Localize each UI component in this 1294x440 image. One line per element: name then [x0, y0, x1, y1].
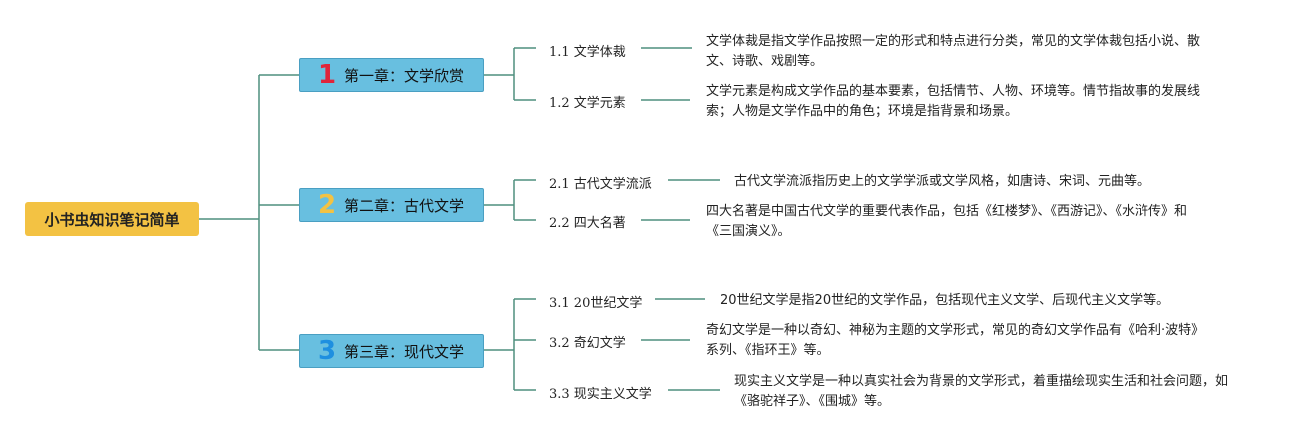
number-1-icon: 1 — [317, 60, 337, 90]
chapter-node-3[interactable]: 3 第三章：现代文学 — [299, 334, 484, 368]
section-description: 四大名著是中国古代文学的重要代表作品，包括《红楼梦》、《西游记》、《水浒传》和《… — [706, 204, 1188, 239]
section-description: 文学体裁是指文学作品按照一定的形式和特点进行分类，常见的文学体裁包括小说、散文、… — [706, 34, 1201, 69]
chapter-node-2[interactable]: 2 第二章：古代文学 — [299, 188, 484, 222]
section-node-2-2[interactable]: 2.2 四大名著 — [549, 216, 626, 231]
section-node-1-2[interactable]: 1.2 文学元素 — [549, 96, 626, 111]
chapter-label: 第二章：古代文学 — [344, 196, 465, 215]
chapter-label: 第三章：现代文学 — [344, 342, 465, 361]
number-2-icon: 2 — [317, 190, 337, 220]
section-description: 现实主义文学是一种以真实社会为背景的文学形式，着重描绘现实生活和社会问题，如《骆… — [734, 374, 1229, 409]
number-3-icon: 3 — [317, 336, 337, 366]
chapter-node-1[interactable]: 1 第一章：文学欣赏 — [299, 58, 484, 92]
section-node-2-1[interactable]: 2.1 古代文学流派 — [549, 177, 652, 192]
chapter-label: 第一章：文学欣赏 — [344, 66, 465, 85]
section-description: 文学元素是构成文学作品的基本要素，包括情节、人物、环境等。情节指故事的发展线索；… — [706, 84, 1201, 119]
section-description: 奇幻文学是一种以奇幻、神秘为主题的文学形式，常见的奇幻文学作品有《哈利·波特》系… — [706, 323, 1198, 358]
root-label: 小书虫知识笔记简单 — [44, 210, 180, 229]
section-node-1-1[interactable]: 1.1 文学体裁 — [549, 45, 626, 60]
section-node-3-2[interactable]: 3.2 奇幻文学 — [549, 336, 626, 351]
section-node-3-3[interactable]: 3.3 现实主义文学 — [549, 387, 652, 402]
section-description: 20世纪文学是指20世纪的文学作品，包括现代主义文学、后现代主义文学等。 — [720, 293, 1170, 308]
section-node-3-1[interactable]: 3.1 20世纪文学 — [549, 296, 643, 311]
section-description: 古代文学流派指历史上的文学学派或文学风格，如唐诗、宋词、元曲等。 — [734, 174, 1151, 189]
root-node[interactable]: 小书虫知识笔记简单 — [25, 202, 199, 236]
